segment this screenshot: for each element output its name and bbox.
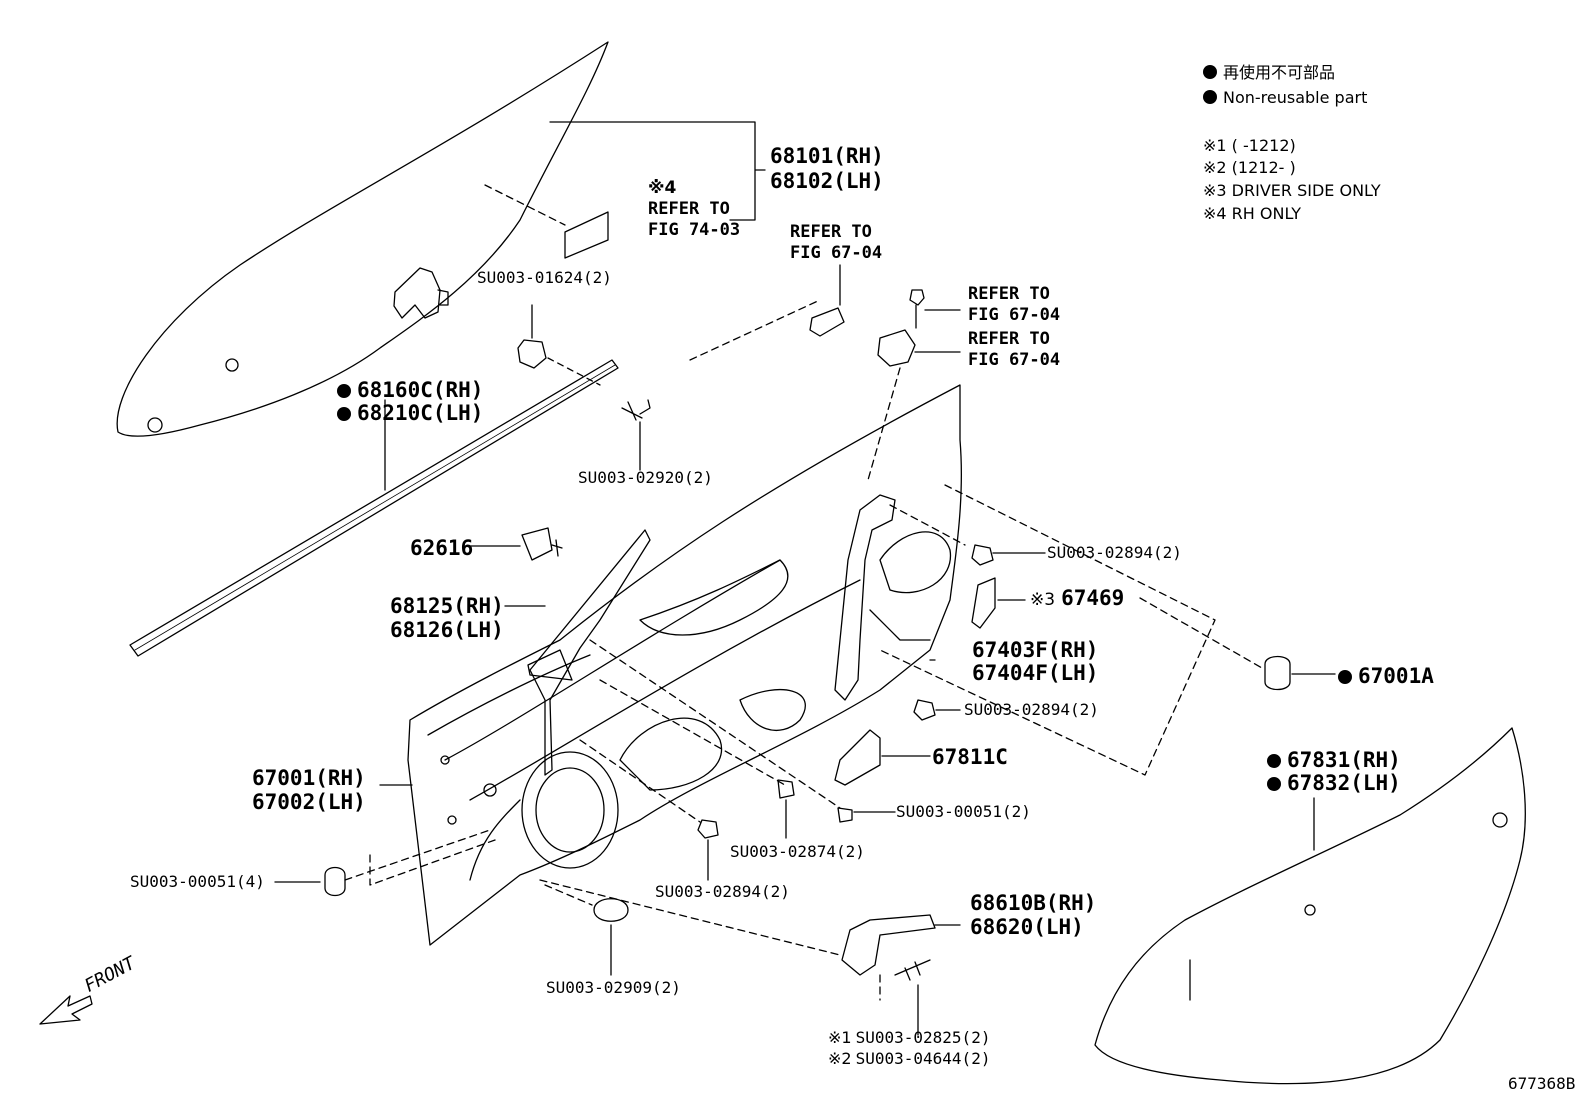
legend-note-1: ※1 ( -1212): [1203, 136, 1296, 155]
label-weatherstrip-rh: 68160C(RH): [337, 380, 483, 401]
door-inner-panel: [407, 384, 962, 946]
label-67001a: 67001A: [1338, 666, 1434, 687]
label-62616: 62616: [410, 536, 474, 560]
label-panel-rh: 67001(RH): [252, 766, 366, 790]
label-patch: [564, 211, 609, 259]
bullet-icon: [1203, 65, 1217, 79]
non-reusable-icon: [337, 407, 351, 421]
legend-non-reusable-en: Non-reusable part: [1203, 90, 1367, 106]
screw-02920: [621, 399, 651, 421]
bolt-check: [894, 959, 931, 981]
label-regulator-rh: 67403F(RH): [972, 638, 1099, 662]
part-67811c: [834, 729, 881, 786]
nut-02894-b: [913, 699, 936, 721]
part-62616: [521, 527, 553, 561]
bolt-67-04: [909, 289, 925, 329]
glass-leader: [549, 121, 766, 221]
label-run-rh: 68125(RH): [390, 594, 504, 618]
trim-cover: [1094, 727, 1526, 1085]
legend-note-3: ※3 DRIVER SIDE ONLY: [1203, 181, 1381, 200]
label-refer-to-2: REFER TO: [790, 222, 872, 242]
label-su003-02894-b: SU003-02894(2): [964, 700, 1099, 719]
label-run-lh: 68126(LH): [390, 618, 504, 642]
nut-02894-a: [971, 544, 994, 566]
legend-note-2: ※2 (1212- ): [1203, 158, 1296, 177]
label-glass-lh: 68102(LH): [770, 169, 884, 193]
label-cover-rh: 67831(RH): [1267, 750, 1401, 771]
label-note-4: ※4: [648, 178, 677, 198]
non-reusable-icon: [1267, 754, 1281, 768]
nut-00051-a: [324, 866, 346, 897]
figure-id: 677368B: [1508, 1074, 1576, 1093]
label-refer-to-1: REFER TO: [648, 199, 730, 219]
label-weatherstrip-lh: 68210C(LH): [337, 403, 483, 424]
door-glass: [116, 41, 609, 437]
front-arrow: [39, 995, 93, 1025]
clip-01624: [517, 339, 547, 369]
label-fig-74-03: FIG 74-03: [648, 220, 741, 240]
clip-02874: [777, 779, 795, 799]
label-check-rh: 68610B(RH): [970, 891, 1097, 915]
window-regulator: [834, 494, 896, 701]
window-run: [529, 529, 651, 776]
part-67001a: [1264, 655, 1291, 691]
label-fig-67-04-b: FIG 67-04: [968, 305, 1061, 325]
label-cover-lh: 67832(LH): [1267, 773, 1401, 794]
label-regulator-lh: 67404F(LH): [972, 661, 1099, 685]
plug-02909: [593, 898, 629, 922]
label-su003-00051-a: SU003-00051(4): [130, 872, 265, 891]
label-panel-lh: 67002(LH): [252, 790, 366, 814]
label-su003-01624: SU003-01624(2): [477, 268, 612, 287]
label-su003-02874: SU003-02874(2): [730, 842, 865, 861]
label-su003-02920: SU003-02920(2): [578, 468, 713, 487]
label-refer-to-3: REFER TO: [968, 284, 1050, 304]
label-67811c: 67811C: [932, 745, 1008, 769]
part-67469: [971, 577, 996, 629]
glass-bracket: [393, 267, 441, 319]
label-fig-67-04-a: FIG 67-04: [790, 243, 883, 263]
non-reusable-icon: [337, 384, 351, 398]
label-refer-to-4: REFER TO: [968, 329, 1050, 349]
legend-non-reusable-jp: 再使用不可部品: [1203, 65, 1335, 81]
legend-note-4: ※4 RH ONLY: [1203, 204, 1302, 223]
label-glass-rh: 68101(RH): [770, 144, 884, 168]
nut-02894-c: [697, 819, 719, 839]
label-su003-02894-c: SU003-02894(2): [655, 882, 790, 901]
bracket-67-04-a: [809, 307, 845, 337]
label-check-lh: 68620(LH): [970, 915, 1084, 939]
label-su003-02909: SU003-02909(2): [546, 978, 681, 997]
non-reusable-icon: [1338, 670, 1352, 684]
bullet-icon: [1203, 90, 1217, 104]
weatherstrip: [129, 359, 619, 657]
label-fig-67-04-c: FIG 67-04: [968, 350, 1061, 370]
clip-00051-b: [837, 807, 853, 823]
non-reusable-icon: [1267, 777, 1281, 791]
bracket-67-04-b: [877, 329, 916, 367]
label-su003-02894-a: SU003-02894(2): [1047, 543, 1182, 562]
label-su003-00051-b: SU003-00051(2): [896, 802, 1031, 821]
door-check: [841, 914, 936, 976]
